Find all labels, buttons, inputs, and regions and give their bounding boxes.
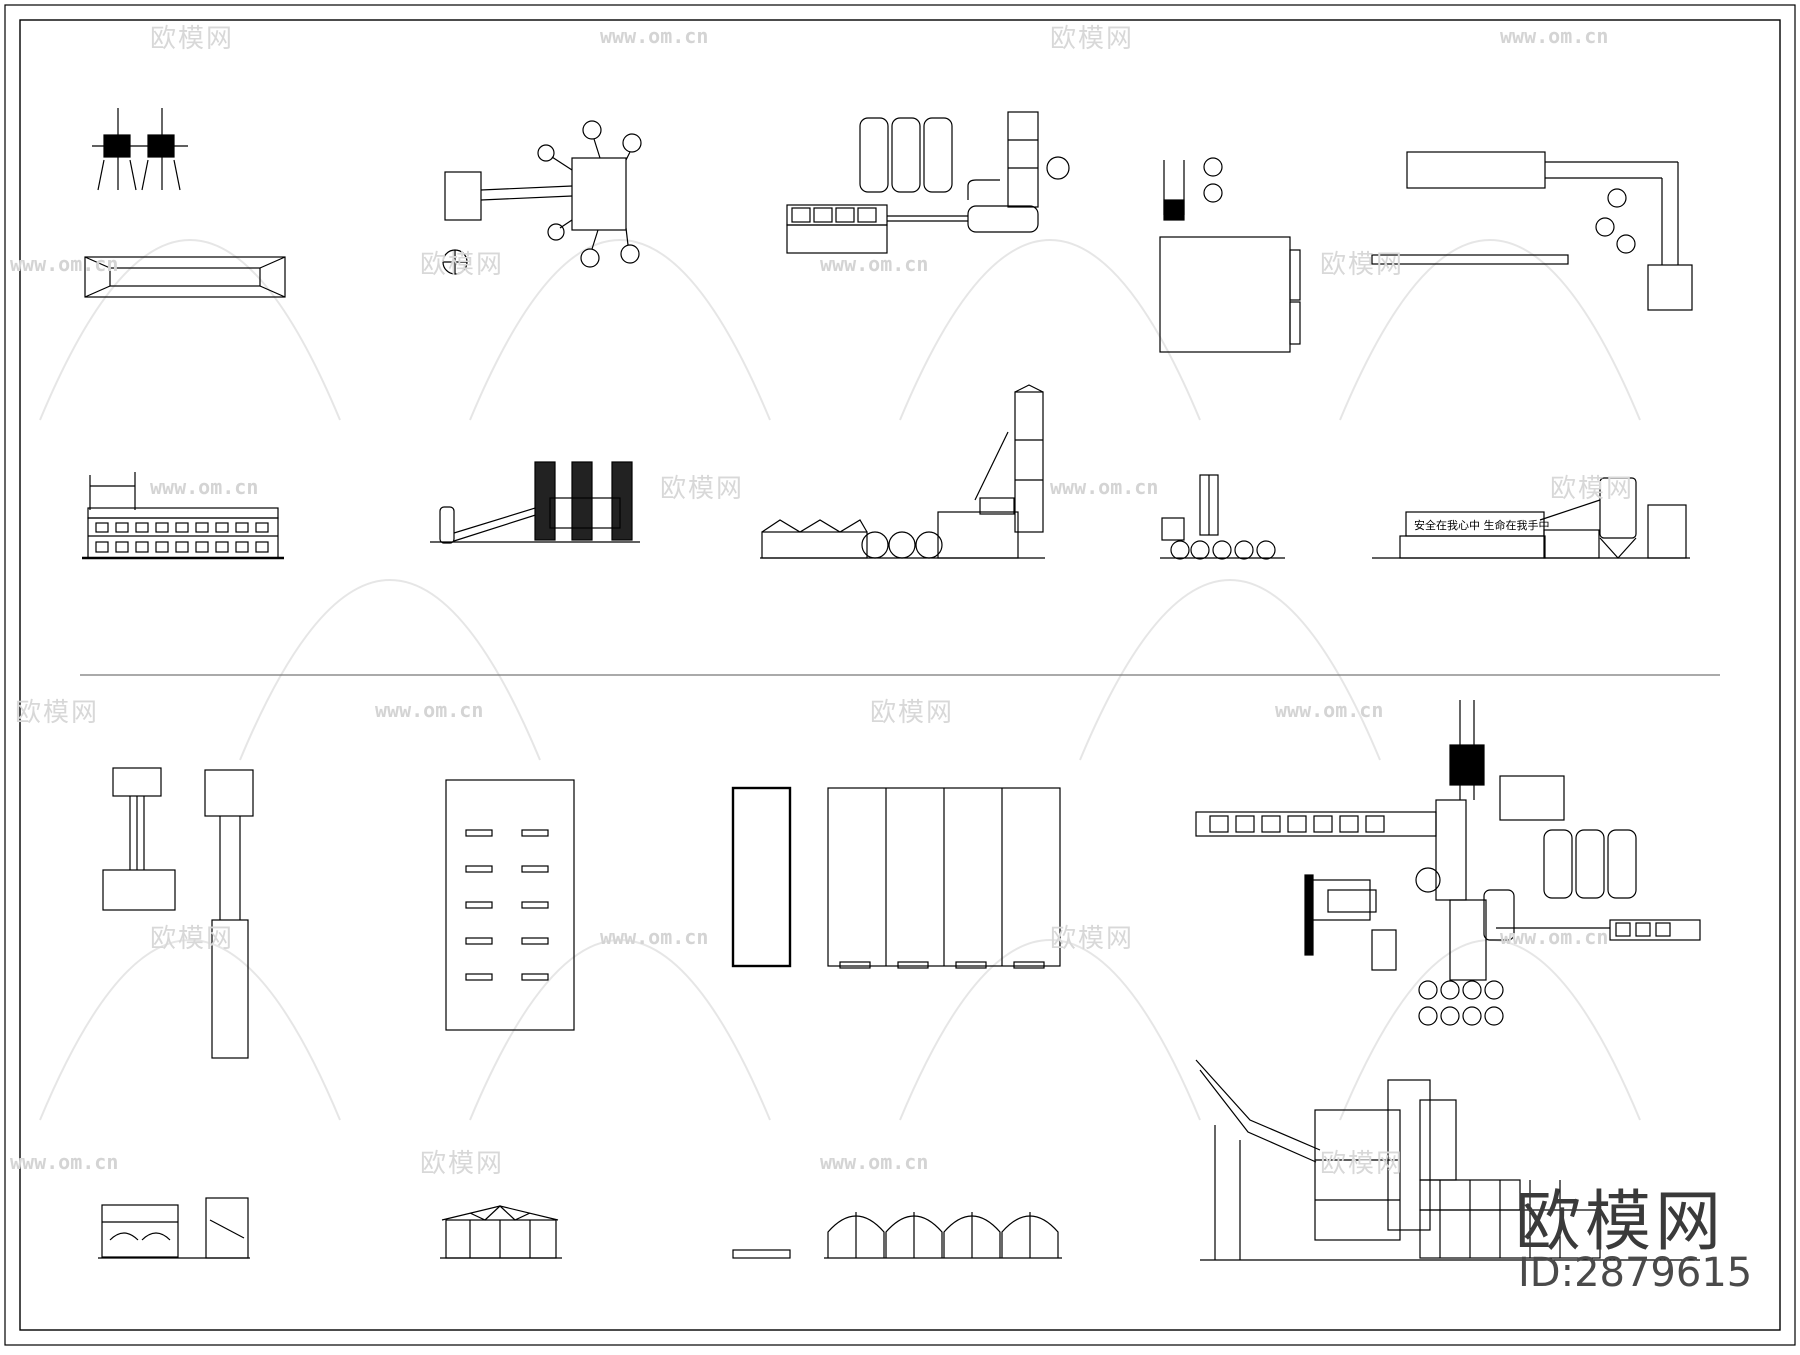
elev-hopper-shed <box>98 1197 250 1259</box>
watermark-brand: 欧模网 <box>150 924 235 954</box>
watermark-url: www.om.cn <box>1050 475 1159 499</box>
watermark-brand: 欧模网 <box>420 250 505 280</box>
watermark-url: www.om.cn <box>10 252 119 276</box>
watermark-url: www.om.cn <box>1500 24 1609 48</box>
watermark-brand: 欧模网 <box>1320 250 1405 280</box>
watermark-brand: 欧模网 <box>1050 24 1135 54</box>
elev-asphalt-plant-large <box>1195 1059 1700 1261</box>
watermark-url: www.om.cn <box>820 252 929 276</box>
watermark-url: www.om.cn <box>600 24 709 48</box>
watermark-brand: 欧模网 <box>1550 474 1635 504</box>
watermark-arcs <box>39 239 1641 1121</box>
watermark-url: www.om.cn <box>150 475 259 499</box>
elev-tank-row <box>1160 474 1285 560</box>
watermark-url: www.om.cn <box>1275 698 1384 722</box>
elev-plant-with-banner: 安全在我心中 生命在我手中 <box>1372 477 1690 559</box>
watermark-brand: 欧模网 <box>1050 924 1135 954</box>
elev-office-building <box>82 472 284 560</box>
elev-asphalt-tower <box>760 384 1045 559</box>
plan-l-layout <box>1371 151 1693 311</box>
watermark-brand: 欧模网 <box>1320 1149 1405 1179</box>
watermark-url: www.om.cn <box>820 1150 929 1174</box>
watermark-url: www.om.cn <box>10 1150 119 1174</box>
slogan-text: 安全在我心中 生命在我手中 <box>1414 518 1550 532</box>
outer-border <box>4 4 1796 1346</box>
brand-logo-text: 欧模网 <box>1515 1183 1725 1260</box>
watermark-brand: 欧模网 <box>15 698 100 728</box>
plan-asphalt-plant-large <box>1195 700 1701 1026</box>
plan-tank-hub <box>442 120 642 275</box>
plan-shed-bays <box>731 786 1061 969</box>
watermark-brand: 欧模网 <box>870 698 955 728</box>
plan-silo-plant <box>786 111 1070 254</box>
elev-mixing-plant <box>430 461 640 544</box>
plan-building-towers <box>1159 157 1301 353</box>
watermark-url: www.om.cn <box>375 698 484 722</box>
watermark-brand: 欧模网 <box>420 1149 505 1179</box>
plan-long-roof <box>84 256 286 298</box>
watermark-url: www.om.cn <box>1500 925 1609 949</box>
watermark-url: www.om.cn <box>600 925 709 949</box>
model-id-label: ID:2879615 <box>1518 1250 1753 1296</box>
elev-truss-shed <box>440 1205 562 1259</box>
watermark-brand: 欧模网 <box>660 474 745 504</box>
elev-arched-storage <box>732 1212 1062 1259</box>
inner-border <box>19 19 1781 1331</box>
watermark-brand: 欧模网 <box>150 24 235 54</box>
plan-twin-towers <box>92 108 188 191</box>
plan-vertical-bins <box>102 767 254 1059</box>
plan-parking-lot <box>445 779 575 1031</box>
